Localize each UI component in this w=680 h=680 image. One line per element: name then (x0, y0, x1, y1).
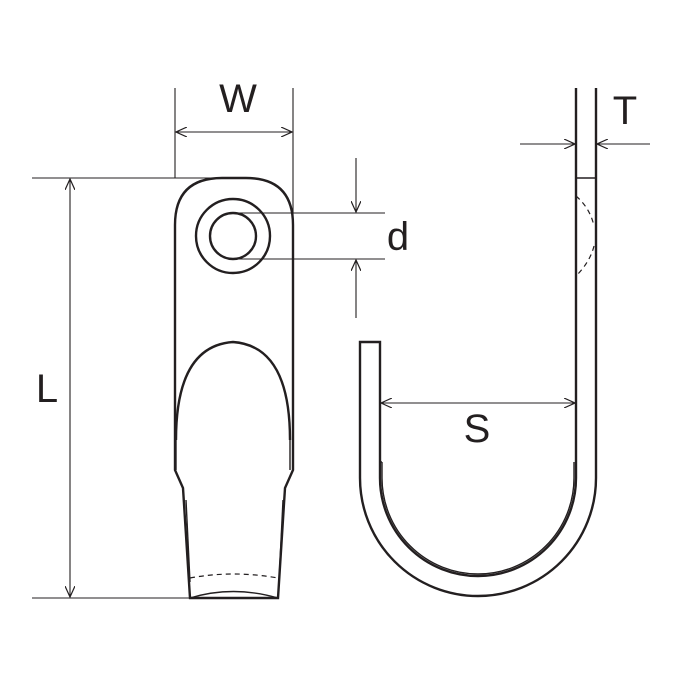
tail-edge-right (278, 499, 284, 583)
bottom-curve (189, 590, 279, 599)
hook-inner-line (381, 462, 575, 575)
hole-inner-circle (208, 211, 258, 261)
hidden-hole-lower (575, 245, 595, 277)
hole-diameter-label: d (387, 215, 409, 259)
span-label: S (464, 407, 491, 451)
span-dimension: S (381, 403, 575, 451)
side-view (358, 88, 598, 598)
hidden-hole-upper (575, 195, 595, 227)
thickness-label: T (613, 89, 637, 133)
hole-outer-ring (194, 197, 272, 275)
width-label: W (219, 77, 257, 121)
front-view (173, 176, 295, 600)
hole-diameter-dimension: d (233, 158, 409, 318)
tail-edge-left (185, 499, 191, 583)
thickness-dimension: T (520, 89, 650, 144)
bend-contour (174, 340, 292, 441)
hidden-edge-bottom (189, 573, 279, 579)
front-view-body-outline (173, 176, 295, 600)
hook-outer-outline (358, 88, 598, 598)
width-dimension: W (174, 77, 294, 225)
length-label: L (36, 367, 58, 411)
length-dimension: L (32, 177, 222, 599)
